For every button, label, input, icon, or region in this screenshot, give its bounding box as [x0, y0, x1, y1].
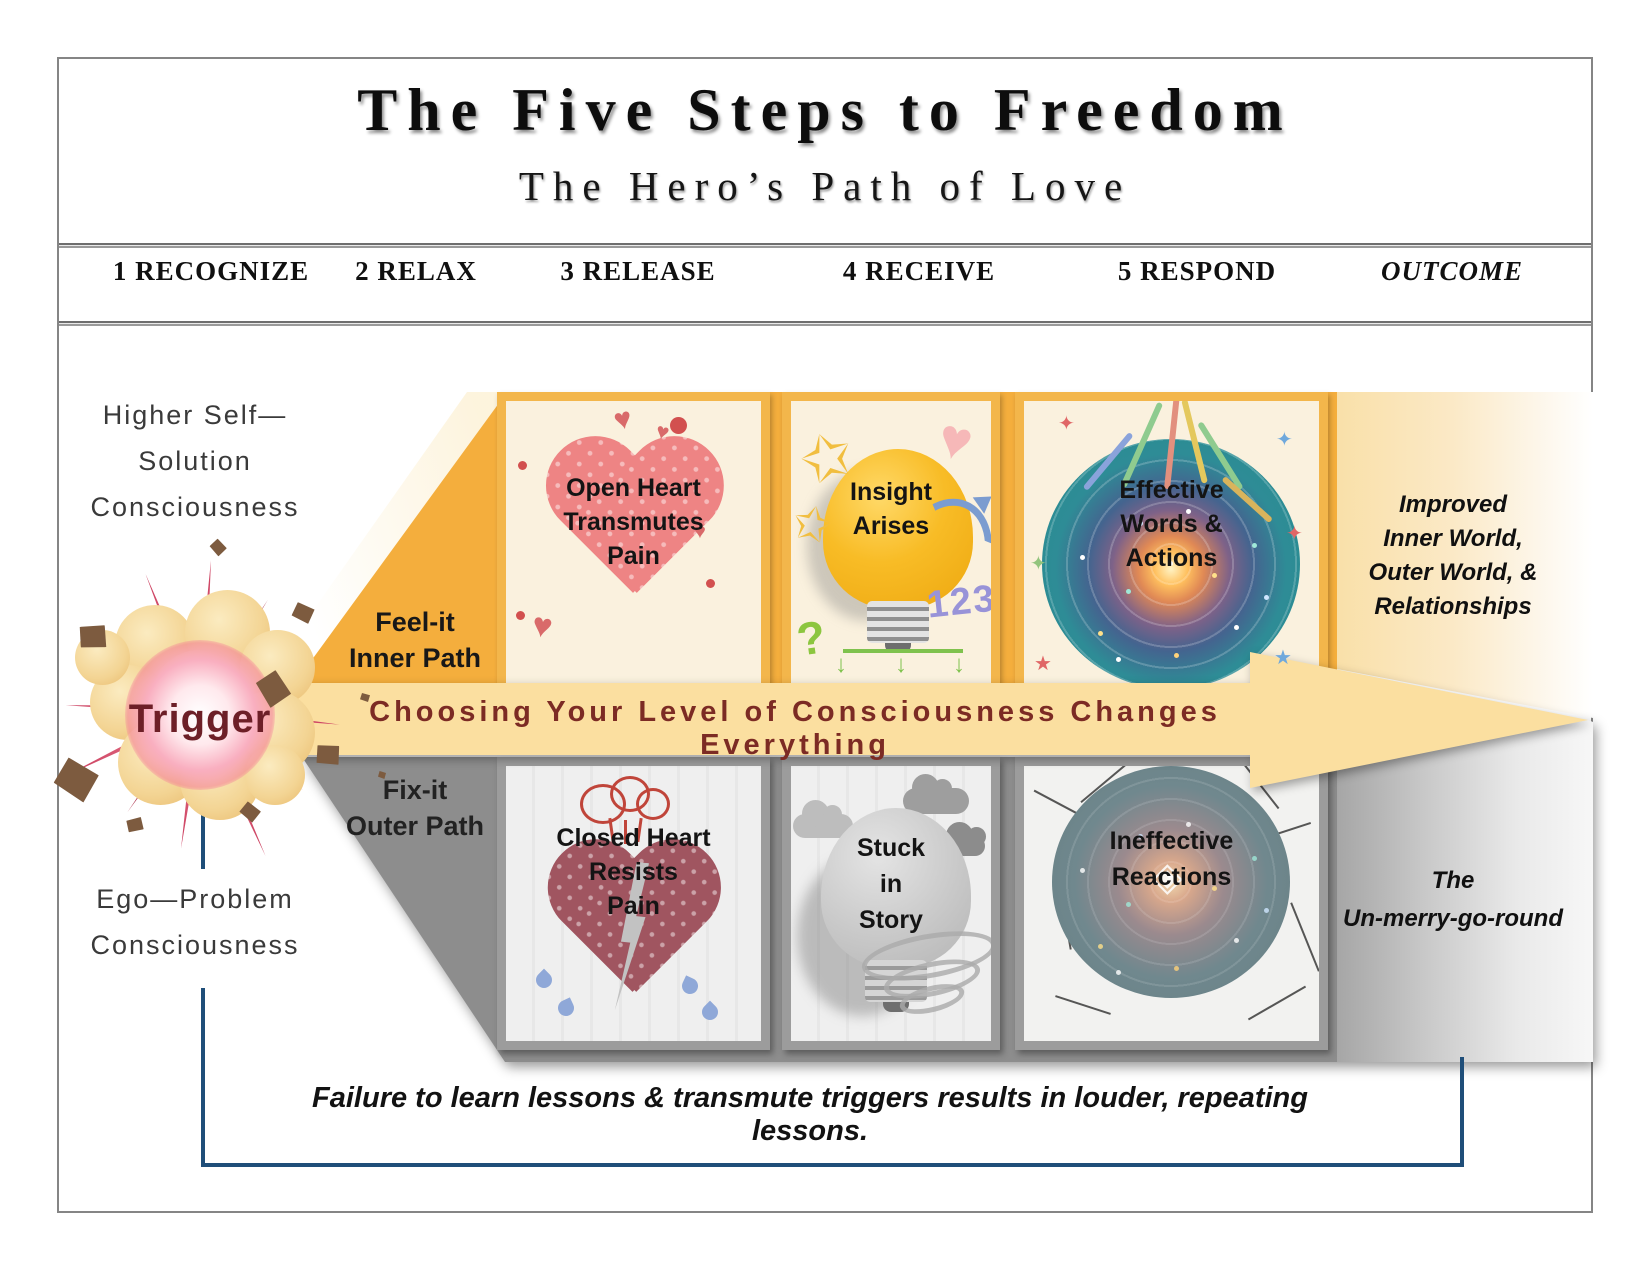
card-effective: ✦ ✦ ✦ ✦ ★ ★: [1015, 392, 1328, 701]
heart-doodle-icon: ♥: [528, 605, 556, 647]
loop-line-right: [1460, 1057, 1464, 1167]
card-ineffective: ◈: [1015, 757, 1328, 1050]
inner-path-label: Feel-it Inner Path: [348, 607, 482, 673]
heart-doodle-icon: ♥: [931, 404, 980, 475]
sparkle-icon: ✦: [1058, 413, 1075, 435]
step-header-receive: 4 RECEIVE: [842, 256, 996, 286]
card-ineffective-label: Ineffective Reactions: [1109, 827, 1234, 891]
step-header-respond: 5 RESPOND: [1117, 256, 1277, 286]
trigger-up-arrow-shaft: [201, 801, 205, 869]
dot-doodles: [518, 461, 527, 470]
ego-label: Ego—Problem Consciousness: [90, 884, 300, 960]
numbers-doodle: 123: [924, 577, 999, 627]
step-header-recognize: 1 RECOGNIZE: [112, 256, 310, 286]
card-stuck: [782, 757, 1000, 1050]
thought-cloud: [903, 774, 969, 814]
explosion-graphic: [60, 545, 386, 875]
outcome-top-text: Improved Inner World, Outer World, & Rel…: [1368, 491, 1538, 620]
page-title: The Five Steps to Freedom: [357, 77, 1293, 143]
page-subtitle: The Hero’s Path of Love: [518, 163, 1132, 209]
star-icon: ★: [1274, 647, 1292, 669]
choice-arrow-text: Choosing Your Level of Consciousness Cha…: [369, 696, 1221, 761]
divider-top: [59, 243, 1591, 248]
card-open-heart-label: Open Heart Transmutes Pain: [563, 474, 704, 570]
dull-sphere-graphic: [1052, 766, 1290, 998]
star-icon: ★: [1034, 653, 1052, 675]
step-header-relax: 2 RELAX: [355, 256, 477, 286]
card-closed-heart-label: Closed Heart Resists Pain: [556, 824, 711, 920]
card-insight: ✩ ✩ ♥ ? 123 ↓↓↓: [782, 392, 1000, 701]
footer-caption: Failure to learn lessons & transmute tri…: [312, 1082, 1308, 1147]
step-header-release: 3 RELEASE: [560, 256, 716, 286]
divider-bottom: [59, 321, 1591, 326]
branch-doodle: ↓↓↓: [835, 649, 965, 678]
card-effective-label: Effective Words & Actions: [1119, 476, 1224, 572]
sparkle-icon: ✦: [1030, 553, 1047, 575]
sparkle-icon: ✦: [1276, 429, 1293, 451]
loop-line-bottom: [201, 1163, 1464, 1167]
card-insight-label: Insight Arises: [850, 478, 932, 540]
heart-doodle-icon: ♥: [694, 521, 706, 543]
step-header-outcome: OUTCOME: [1380, 256, 1523, 286]
question-doodle: ?: [793, 610, 829, 666]
sphere-dots: [1168, 561, 1173, 566]
sparkle-icon: ✦: [1286, 523, 1303, 545]
higher-self-label: Higher Self— Solution Consciousness: [90, 400, 300, 522]
trigger-label: Trigger: [128, 697, 272, 741]
card-closed-heart: [497, 757, 770, 1050]
card-stuck-label: Stuck in Story: [856, 834, 926, 934]
heart-doodle-icon: ♥: [610, 401, 635, 438]
loop-line-left: [201, 988, 205, 1167]
outcome-bottom-text: The Un-merry-go-round: [1343, 867, 1563, 932]
